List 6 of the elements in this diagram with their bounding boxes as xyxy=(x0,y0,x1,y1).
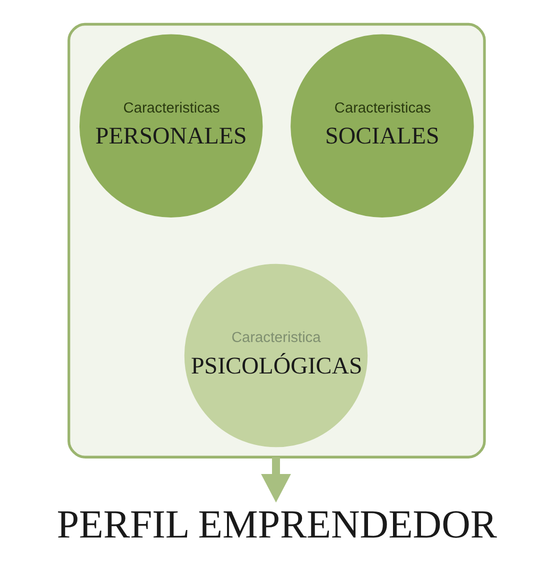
node-circle: Caracteristicas PERSONALES xyxy=(79,34,263,218)
node-circle: Caracteristicas SOCIALES xyxy=(290,34,474,218)
arrow xyxy=(261,457,291,502)
node-circle: Caracteristica PSICOLÓGICAS xyxy=(184,264,368,448)
node-text: PERFIL EMPRENDEDOR xyxy=(56,502,497,546)
cluster xyxy=(68,22,486,458)
